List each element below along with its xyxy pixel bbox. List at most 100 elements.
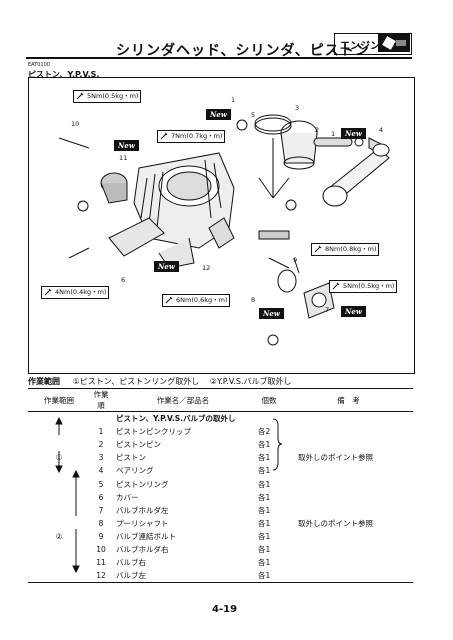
row-number: 6 [98, 492, 104, 502]
header-rule [26, 57, 412, 59]
row-number: 11 [96, 558, 106, 568]
section-title-row: ピストン、Y.P.V.S.バルブの取外し [28, 412, 413, 426]
part-number: 7 [325, 306, 330, 314]
column-header: 個数 [254, 388, 284, 412]
part-name: ピストンピン [116, 440, 161, 450]
section-title: ピストン、Y.P.V.S.バルブの取外し [116, 414, 236, 424]
part-qty: 各1 [258, 466, 271, 476]
torque-callout-3: 8Nm(0.8kg・m) [311, 243, 380, 256]
torque-value: 7Nm(0.7kg・m) [171, 132, 223, 140]
part-qty: 各1 [258, 505, 271, 515]
torque-callout-4: 5Nm(0.5kg・m) [329, 280, 398, 293]
work-range-item-2: ②Y.P.V.S.バルブ取外し [209, 377, 292, 386]
torque-callout-2: 7Nm(0.7kg・m) [157, 130, 226, 143]
new-part-tag: New [259, 308, 284, 319]
torque-value: 4Nm(0.4kg・m) [55, 288, 107, 296]
part-name: バルブ右 [116, 558, 146, 568]
row-number: 2 [98, 440, 104, 450]
torque-callout-5: 4Nm(0.4kg・m) [41, 286, 110, 299]
table-row: 8 プーリシャフト 各1 取外しのポイント参照 [28, 517, 413, 530]
table-row: 2 ピストンピン 各1 [28, 438, 413, 451]
section-badge-label: エンジン [340, 41, 380, 52]
page-title: シリンダヘッド、シリンダ、ピストン [116, 43, 370, 59]
table-row: 4 ベアリング 各1 [28, 464, 413, 477]
row-number: 7 [98, 505, 104, 515]
section-badge [334, 33, 412, 55]
wrench-icon [76, 92, 84, 100]
note-text: 取外しのポイント参照 [298, 518, 373, 528]
wrench-icon [165, 296, 173, 304]
part-name: プーリシャフト [116, 518, 169, 528]
work-range: 作業範囲 ①ピストン、ピストンリング取外し ②Y.P.V.S.バルブ取外し [28, 376, 292, 387]
engine-icon [378, 34, 410, 52]
part-number: 12 [202, 264, 211, 272]
part-qty: 各1 [254, 569, 284, 584]
part-number: 2 [315, 126, 320, 134]
part-qty: 各1 [258, 518, 271, 528]
torque-callout-1: 5Nm(0.5kg・m) [73, 90, 142, 103]
part-name: バルブホルダ右 [116, 544, 169, 554]
wrench-icon [160, 132, 168, 140]
part-qty: 各1 [258, 558, 271, 568]
row-number: 12 [90, 569, 112, 584]
torque-value: 5Nm(0.5kg・m) [343, 282, 395, 290]
part-number: 9 [293, 256, 298, 264]
part-qty: 各1 [258, 544, 271, 554]
column-header: 作業範囲 [28, 388, 90, 412]
part-name: ピストンリング [116, 479, 169, 489]
table-row: 6 カバー 各1 [28, 491, 413, 504]
torque-value: 8Nm(0.8kg・m) [325, 245, 377, 253]
row-number: 3 [98, 453, 104, 463]
part-number: 11 [119, 154, 128, 162]
part-qty: 各1 [258, 531, 271, 541]
torque-callout-6: 6Nm(0.6kg・m) [162, 294, 231, 307]
page-number: 4-19 [212, 604, 238, 615]
new-part-tag: New [114, 140, 139, 151]
section-code: EAT0100 [28, 62, 50, 68]
range-label-2: ② [55, 531, 63, 541]
new-part-tag: New [341, 128, 366, 139]
part-number: 4 [379, 126, 384, 134]
column-header: 作業順 [90, 388, 112, 412]
new-part-tag: New [206, 109, 231, 120]
part-qty: 各1 [258, 453, 271, 463]
part-number: 1 [331, 130, 336, 138]
table-row: ② 9 バルブ連結ボルト 各1 [28, 530, 413, 543]
row-number: 4 [98, 466, 104, 476]
new-part-tag: New [154, 261, 179, 272]
work-range-label: 作業範囲 [28, 377, 60, 386]
table-row: 7 バルブホルダ左 各1 [28, 504, 413, 517]
part-qty: 各2 [258, 427, 271, 437]
part-number: 3 [295, 104, 300, 112]
parts-table: 作業範囲 作業順 作業名／部品名 個数 備 考 ピストン、Y.P.V.S.バルブ… [28, 388, 413, 584]
part-qty: 各1 [258, 440, 271, 450]
part-number: 6 [121, 276, 126, 284]
part-name: ピストン [116, 453, 146, 463]
part-name: カバー [116, 492, 139, 502]
diagram-drawing [58, 114, 390, 346]
part-name: ベアリング [116, 466, 154, 476]
part-number: 10 [71, 120, 80, 128]
section-subtitle: ピストン、Y.P.V.S. [28, 70, 100, 79]
column-header: 作業名／部品名 [112, 388, 254, 412]
row-number: 8 [98, 518, 104, 528]
table-row: 11 バルブ右 各1 [28, 556, 413, 569]
part-name: バルブ左 [112, 569, 254, 584]
note-text: 取外しのポイント参照 [298, 453, 373, 463]
part-name: バルブ連結ボルト [116, 531, 176, 541]
row-number: 9 [98, 531, 104, 541]
part-number: 8 [251, 296, 256, 304]
part-name: ピストンピンクリップ [116, 427, 191, 437]
part-qty: 各1 [258, 479, 271, 489]
new-part-tag: New [341, 306, 366, 317]
part-name: バルブホルダ左 [116, 505, 169, 515]
wrench-icon [332, 282, 340, 290]
table-header-row: 作業範囲 作業順 作業名／部品名 個数 備 考 [28, 388, 413, 412]
wrench-icon [44, 288, 52, 296]
part-qty: 各1 [258, 492, 271, 502]
wrench-icon [314, 245, 322, 253]
